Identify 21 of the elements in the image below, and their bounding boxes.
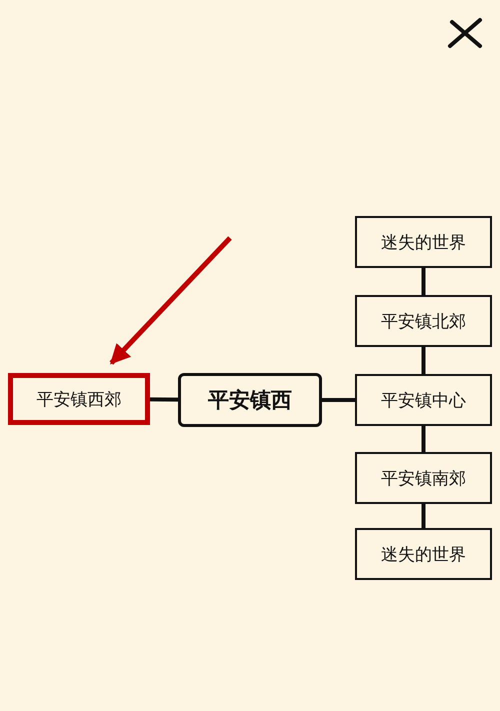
connector-line: [422, 426, 426, 452]
topic-text: 平安镇北郊: [381, 310, 466, 332]
topic-text: 平安镇南郊: [381, 468, 466, 490]
topic-text: 迷失的世界: [381, 544, 466, 566]
central-topic-box: [178, 373, 322, 427]
topic-box: [355, 216, 492, 268]
pointer-arrow: [110, 236, 232, 365]
connector-line: [422, 268, 426, 295]
topic-text: 平安镇中心: [381, 390, 466, 412]
connector-line: [422, 504, 426, 528]
connector-line: [422, 347, 426, 374]
topic-box: [355, 295, 492, 347]
topic-text: 平安镇西: [208, 387, 292, 414]
topic-box: [355, 528, 492, 580]
topic-box: [355, 452, 492, 504]
topic-text: 迷失的世界: [381, 232, 466, 254]
highlighted-topic-box: [8, 373, 150, 425]
topic-box: [355, 374, 492, 426]
connector-line: [322, 398, 355, 402]
connector-line: [150, 397, 178, 402]
topic-text: 平安镇西郊: [36, 388, 122, 410]
